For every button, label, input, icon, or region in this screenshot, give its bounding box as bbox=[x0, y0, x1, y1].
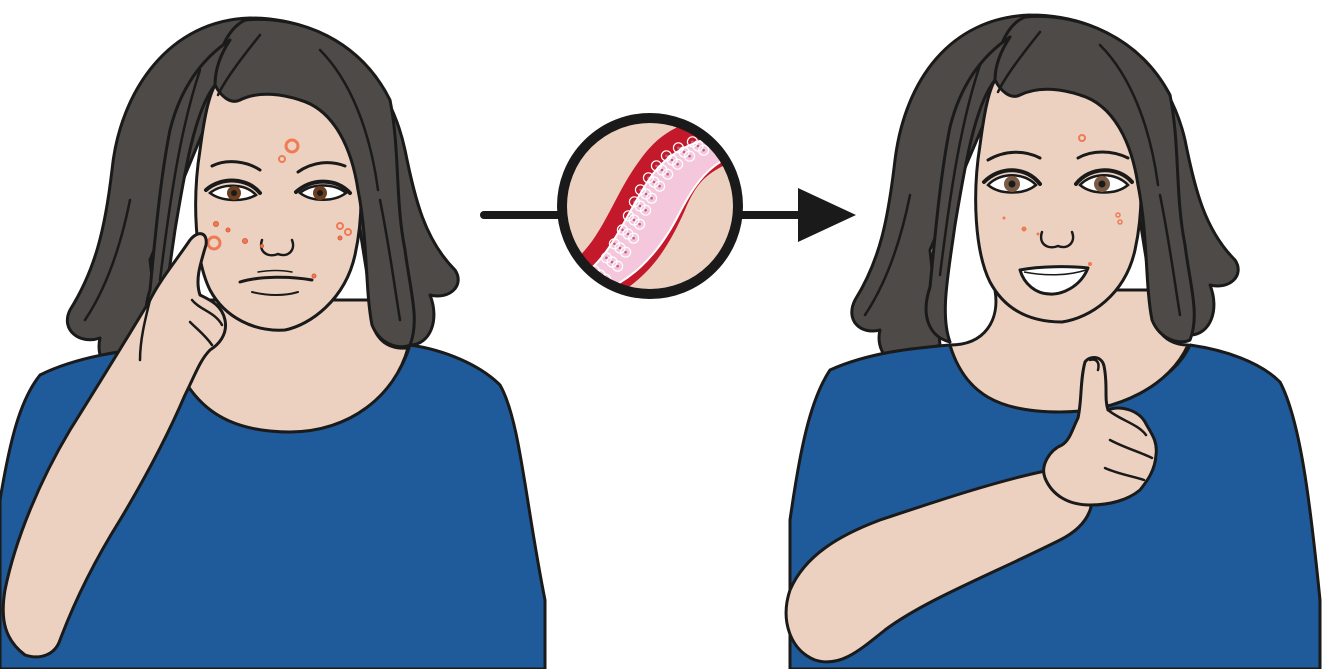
vessel-cell-nucleus bbox=[605, 257, 608, 260]
vessel-cell-nucleus bbox=[632, 237, 635, 240]
vessel-cell-nucleus bbox=[661, 169, 664, 172]
vessel-cell bbox=[589, 283, 599, 293]
vessel-cell-nucleus bbox=[638, 223, 641, 226]
vessel-cell-nucleus bbox=[619, 247, 622, 250]
vessel-cell-nucleus bbox=[725, 137, 728, 140]
vessel-cell-nucleus bbox=[639, 205, 642, 208]
vessel-cell-nucleus bbox=[665, 155, 668, 158]
vessel-cell-nucleus bbox=[645, 193, 648, 196]
vessel-cell bbox=[735, 129, 745, 139]
vessel-cell-nucleus bbox=[653, 181, 656, 184]
vessel-cell-nucleus bbox=[677, 147, 680, 150]
vessel-cell-nucleus bbox=[666, 173, 669, 176]
vessel-cell-nucleus bbox=[611, 261, 614, 264]
after-person bbox=[786, 15, 1320, 669]
vessel-cell-nucleus bbox=[744, 137, 747, 140]
vessel-cell bbox=[721, 133, 731, 143]
vessel-cell-nucleus bbox=[633, 219, 636, 222]
vessel-cell-nucleus bbox=[616, 265, 619, 268]
vessel-cell-nucleus bbox=[581, 279, 584, 282]
before-person bbox=[0, 18, 545, 669]
vessel-cell bbox=[727, 137, 737, 147]
vessel-cell-nucleus bbox=[683, 151, 686, 154]
vessel-cell-nucleus bbox=[719, 133, 722, 136]
vessel-cell-nucleus bbox=[688, 155, 691, 158]
vessel-cell bbox=[583, 279, 593, 289]
vessel-cell-nucleus bbox=[624, 251, 627, 254]
vessel-cell-nucleus bbox=[655, 165, 658, 168]
vessel-cell bbox=[741, 133, 751, 143]
magnifier-blood-vessel bbox=[560, 108, 760, 310]
vessel-cell-nucleus bbox=[733, 129, 736, 132]
vessel-cell-nucleus bbox=[739, 133, 742, 136]
vessel-cell-nucleus bbox=[671, 159, 674, 162]
vessel-cell bbox=[577, 275, 587, 285]
vessel-cell-nucleus bbox=[627, 233, 630, 236]
vessel-cell-nucleus bbox=[592, 287, 595, 290]
vessel-cell bbox=[715, 129, 725, 139]
vessel-cell-nucleus bbox=[644, 209, 647, 212]
vessel-cell-nucleus bbox=[613, 243, 616, 246]
vessel-cell-nucleus bbox=[702, 149, 705, 152]
vessel-cell-nucleus bbox=[658, 185, 661, 188]
vessel-cell-nucleus bbox=[676, 163, 679, 166]
vessel-cell-nucleus bbox=[730, 141, 733, 144]
vessel-cell bbox=[729, 125, 739, 135]
vessel-cell-nucleus bbox=[650, 197, 653, 200]
arrow-head-icon bbox=[798, 188, 856, 242]
vessel-cell-nucleus bbox=[697, 145, 700, 148]
vessel-cell-nucleus bbox=[587, 283, 590, 286]
